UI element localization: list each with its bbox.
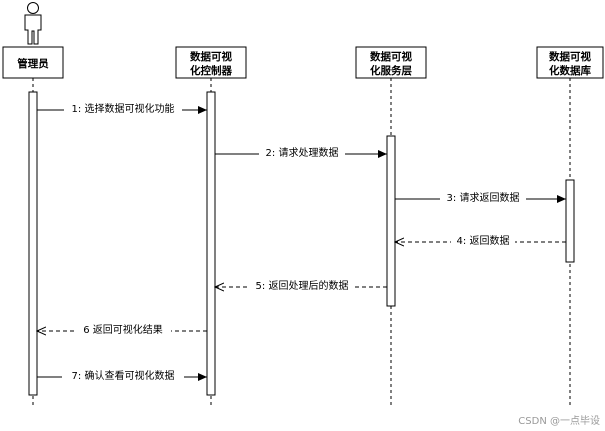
message-label-4: 4: 返回数据	[457, 234, 510, 247]
message-label-bg-6	[75, 322, 171, 336]
participant-name-database-line2: 化数据库	[549, 64, 591, 77]
message-label-6: 6 返回可视化结果	[83, 323, 163, 336]
participant-service: 数据可视 化服务层	[355, 46, 427, 79]
participant-name-admin: 管理员	[17, 57, 49, 70]
message-1: 1: 选择数据可视化功能	[37, 101, 207, 115]
message-label-3: 3: 请求返回数据	[447, 191, 520, 204]
message-label-2: 2: 请求处理数据	[266, 146, 339, 159]
activation-service	[386, 135, 396, 307]
participant-controller: 数据可视 化控制器	[175, 46, 247, 79]
message-label-bg-1	[64, 101, 182, 115]
message-label-7: 7: 确认查看可视化数据	[72, 369, 175, 382]
message-label-1: 1: 选择数据可视化功能	[72, 102, 175, 115]
participant-box-controller	[175, 46, 247, 79]
stick-figure-icon	[24, 2, 42, 45]
participant-name-database-line1: 数据可视	[548, 50, 591, 63]
participant-name-controller-line1: 数据可视	[189, 50, 232, 63]
participant-box-admin	[2, 46, 64, 79]
message-label-bg-7	[62, 368, 184, 382]
activation-controller	[206, 91, 216, 396]
message-7: 7: 确认查看可视化数据	[37, 368, 207, 382]
message-label-bg-3	[440, 190, 526, 204]
participant-name-controller-line2: 化控制器	[190, 64, 232, 77]
participant-database: 数据可视 化数据库	[536, 46, 604, 79]
activation-admin	[28, 91, 38, 396]
message-label-bg-5	[249, 278, 355, 292]
participant-name-service-line2: 化服务层	[370, 64, 412, 77]
activation-database	[565, 179, 575, 263]
message-label-bg-4	[451, 233, 515, 247]
message-6: 6 返回可视化结果	[37, 322, 207, 336]
participant-box-database	[536, 46, 604, 79]
message-2: 2: 请求处理数据	[215, 145, 387, 159]
message-label-5: 5: 返回处理后的数据	[256, 279, 349, 292]
watermark-text: CSDN @一点毕设	[518, 414, 600, 427]
message-4: 4: 返回数据	[395, 233, 566, 247]
message-label-bg-2	[259, 145, 345, 159]
participant-name-service-line1: 数据可视	[369, 50, 412, 63]
message-3: 3: 请求返回数据	[395, 190, 566, 204]
message-5: 5: 返回处理后的数据	[215, 278, 387, 292]
actor-admin: 管理员	[2, 2, 64, 79]
